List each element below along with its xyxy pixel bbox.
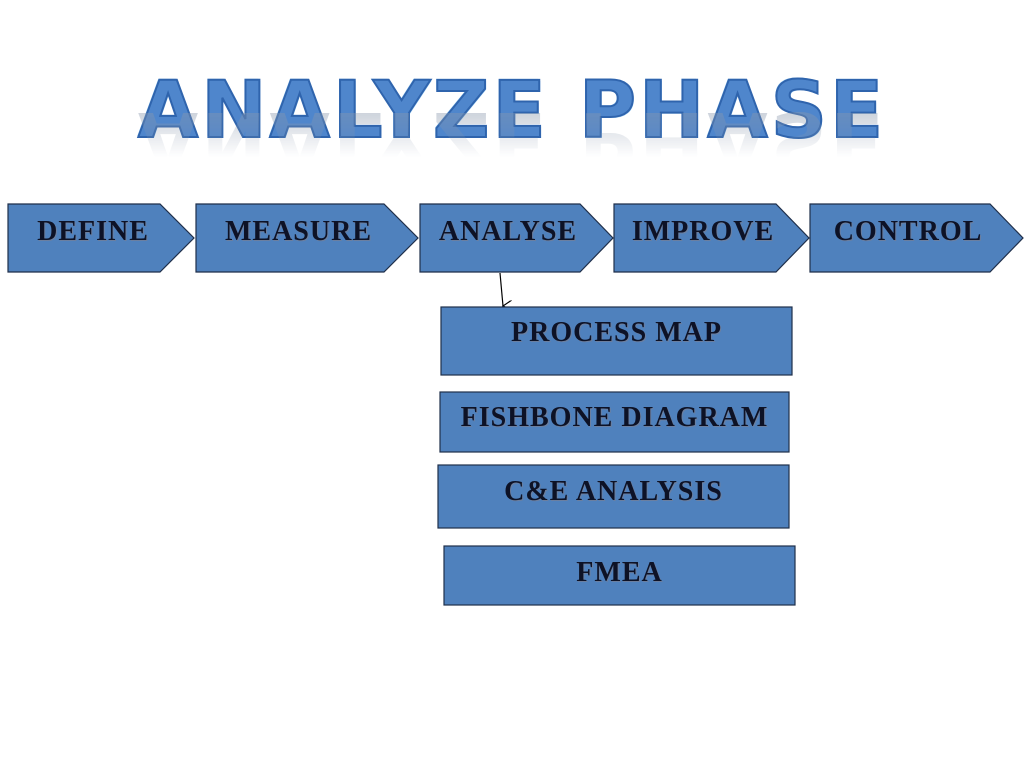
arrow-down-icon [499, 272, 503, 306]
tool-process-map-label: PROCESS MAP [511, 317, 722, 348]
step-improve-shape[interactable] [613, 203, 810, 273]
step-analyse-label: ANALYSE [438, 216, 578, 247]
tool-ce-analysis-shape[interactable] [437, 464, 790, 529]
step-analyse-shape[interactable] [419, 203, 614, 273]
page-title: ANALYZE PHASE [137, 65, 887, 157]
step-define-label: DEFINE [37, 216, 149, 247]
tool-process-map-shape[interactable] [440, 306, 793, 376]
step-control-label: CONTROL [833, 216, 983, 247]
title-area: ANALYZE PHASE ANALYZE PHASE [0, 65, 1024, 196]
tool-fmea-label: FMEA [576, 557, 663, 588]
step-define-shape[interactable] [7, 203, 195, 273]
tool-ce-analysis-label: C&E ANALYSIS [504, 476, 723, 507]
step-control-shape[interactable] [809, 203, 1024, 273]
step-measure-label: MEASURE [224, 216, 372, 247]
tool-fishbone-label: FISHBONE DIAGRAM [460, 402, 769, 433]
tool-fishbone-shape[interactable] [439, 391, 790, 453]
tool-fmea-shape[interactable] [443, 545, 796, 606]
step-measure-shape[interactable] [195, 203, 419, 273]
step-improve-label: IMPROVE [631, 216, 775, 247]
